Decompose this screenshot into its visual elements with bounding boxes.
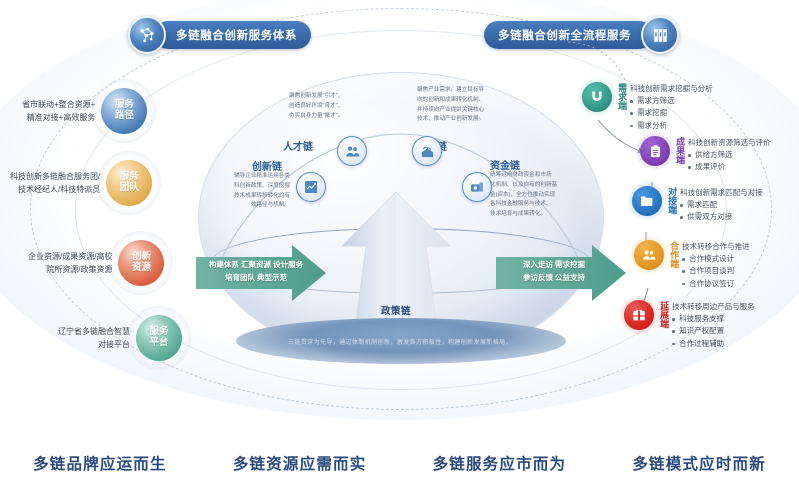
chain-desc-talent: 聚焦创新发展"引才"、 创造良好环境"育才"、 夯实自身力量"聚才"。: [289, 93, 344, 119]
flow-list-item: 需求分析: [630, 120, 713, 132]
flow-list: 需求匹配 供需双方对接: [680, 199, 763, 223]
flow-list-item: 合作模式设计: [682, 253, 750, 265]
flow-head: 技术转移周边产品与服务: [672, 302, 755, 311]
left-item-text: 省市联动+整合资源+ 精准对接+高效服务: [22, 99, 96, 122]
orb-service-platform[interactable]: 服务 平台: [136, 315, 182, 361]
folder-icon: [627, 181, 667, 221]
chain-desc-industry: 聚焦产业需求、建立目标导 向的创新和成果转化机制、 并持续向产业提供关键核心 技…: [417, 87, 485, 123]
handshake-people-icon: [629, 235, 669, 275]
flow-stage-label: 延展端: [659, 301, 670, 328]
flow-stage-label: 合作端: [669, 241, 680, 268]
clipboard-icon: [635, 131, 675, 171]
orb-label-line1: 服务: [149, 327, 168, 338]
magnet-search-icon: [577, 77, 617, 117]
right-header-label: 多链融合创新全流程服务: [484, 21, 654, 49]
chart-check-icon: [296, 172, 326, 202]
chain-arc: [219, 133, 581, 263]
policy-chain-arrow: [330, 190, 462, 340]
flow-stage-label: 需求端: [617, 83, 628, 110]
orb-service-path[interactable]: 服务 路径: [101, 88, 148, 134]
orb-halo: [97, 151, 162, 215]
orb-label-line1: 创新: [132, 252, 151, 263]
orb-label-line2: 路径: [115, 110, 134, 122]
flow-list: 科技服务支撑 知识产权配置 合作过程辅助: [672, 313, 755, 349]
flow-head: 科技创新需求挖掘与分析: [630, 84, 713, 93]
orb-label-line2: 团队: [120, 182, 139, 194]
caption-2: 多链资源应需而实: [232, 456, 367, 473]
orb-halo: [127, 306, 191, 370]
orb-halo: [109, 231, 174, 295]
sphere-base-shadow: [236, 318, 566, 364]
flow-item-matching[interactable]: 对接端 科技创新需求匹配与对接 需求匹配 供需双方对接: [627, 181, 781, 224]
flow-list-item: 合作协议签订: [682, 278, 750, 290]
left-item-text: 企业资源/成果资源/高校 院所资源/政策资源: [28, 251, 113, 274]
left-item-service-path[interactable]: 省市联动+整合资源+ 精准对接+高效服务 服务 路径: [22, 79, 157, 143]
flow-list-item: 需求挖掘: [630, 107, 713, 119]
flow-list-item: 科技服务支撑: [672, 313, 755, 325]
chain-title-innovation: 创新链: [252, 162, 282, 173]
right-green-arrow: [496, 243, 626, 303]
left-header-label: 多链融合创新服务体系: [154, 21, 311, 49]
right-arrow-text: 深入走访 需求挖掘 参访反馈 公益支持: [522, 260, 586, 283]
policy-chain-label: 政策链: [380, 306, 411, 317]
caption-4: 多链模式应时而新: [632, 456, 766, 473]
caption-3: 多链服务应市而为: [432, 456, 567, 473]
left-item-text: 辽宁省多链融合智慧 对接平台: [58, 326, 130, 349]
orb-label-line1: 服务: [115, 100, 134, 111]
money-stack-icon: [462, 172, 492, 202]
chain-title-capital: 资金链: [490, 161, 520, 172]
flow-list-item: 供需双方对接: [680, 211, 763, 223]
chain-node-capital[interactable]: [462, 172, 492, 202]
flow-list: 供给方筛选 成果评价: [688, 149, 771, 173]
flow-list-item: 供给方筛选: [688, 149, 771, 161]
orb-service-team[interactable]: 服务 团队: [106, 160, 153, 206]
left-item-innovation-resource[interactable]: 企业资源/成果资源/高校 院所资源/政策资源 创新 资源: [28, 231, 174, 295]
flow-list-item: 成果评价: [688, 161, 771, 173]
chain-title-talent: 人才链: [283, 142, 313, 153]
flow-list-item: 合作项目谈判: [682, 265, 750, 277]
orb-innovation-resource[interactable]: 创新 资源: [118, 240, 165, 286]
left-item-service-team[interactable]: 科技创新多链融合服务团/ 技术经纪人/科技特派员 服务 团队: [10, 151, 162, 215]
flow-item-demand[interactable]: 需求端 科技创新需求挖掘与分析 需求方筛选 需求挖掘 需求分析: [577, 77, 731, 132]
people-icon: [337, 136, 367, 166]
caption-1: 多链品牌应运而生: [33, 456, 167, 473]
chain-desc-capital: 统筹运用财政资金和市场 化机制、以及自有的创新基 金(资本)、全方位推动实现 各…: [490, 172, 558, 218]
flow-head: 科技创新资源筛选与评价: [688, 138, 771, 147]
orb-label-line2: 资源: [132, 262, 151, 274]
flow-item-cooperation[interactable]: 合作端 技术转移合作与推进 合作模式设计 合作项目谈判 合作协议签订: [629, 235, 768, 290]
flow-stage-label: 成果端: [675, 137, 686, 164]
chain-node-talent[interactable]: [337, 136, 367, 166]
gift-box-icon: [619, 295, 659, 335]
factory-cloud-icon: [412, 136, 442, 166]
chain-desc-innovation: 辅导企业精准运用各类 科创新政策、深度挖掘 技术成果转移转化的有 效路径与机制。: [234, 173, 290, 209]
chain-node-innovation[interactable]: [296, 172, 326, 202]
left-item-text: 科技创新多链融合服务团/ 技术经纪人/科技特派员: [10, 171, 101, 194]
left-header-badge[interactable]: 多链融合创新服务体系: [128, 16, 311, 54]
sphere-foot-text: 三链贯穿为先导，通过体制机制创新，激发各方积极性，构建创新发展新格局。: [287, 340, 512, 346]
flow-item-extension[interactable]: 延展端 技术转移周边产品与服务 科技服务支撑 知识产权配置 合作过程辅助: [619, 295, 773, 350]
left-item-service-platform[interactable]: 辽宁省多链融合智慧 对接平台 服务 平台: [58, 306, 191, 370]
right-header-badge[interactable]: 多链融合创新全流程服务: [484, 16, 680, 54]
orb-halo: [92, 79, 157, 143]
flow-head: 技术转移合作与推进: [682, 242, 750, 251]
left-green-arrow: [196, 243, 326, 303]
flow-list-item: 需求匹配: [680, 199, 763, 211]
bottom-caption-row: 多链品牌应运而生 多链资源应需而实 多链服务应市而为 多链模式应时而新: [0, 452, 799, 474]
flow-stage-label: 对接端: [667, 187, 678, 214]
binders-icon: [641, 16, 680, 54]
network-nodes-icon: [128, 16, 166, 54]
flow-list-item: 需求方筛选: [630, 95, 713, 107]
flow-head: 科技创新需求匹配与对接: [680, 188, 763, 197]
orb-label-line1: 服务: [120, 172, 139, 183]
flow-list: 需求方筛选 需求挖掘 需求分析: [630, 95, 713, 131]
flow-list-item: 知识产权配置: [672, 325, 755, 337]
left-arrow-text: 构建体系 汇聚资源 设计服务 培育团队 典型示范: [208, 260, 304, 283]
flow-list: 合作模式设计 合作项目谈判 合作协议签订: [682, 253, 750, 289]
flow-item-achievement[interactable]: 成果端 科技创新资源筛选与评价 供给方筛选 成果评价: [635, 131, 789, 174]
orb-label-line2: 平台: [149, 337, 168, 349]
chain-node-industry[interactable]: [412, 136, 442, 166]
flow-list-item: 合作过程辅助: [672, 338, 755, 350]
